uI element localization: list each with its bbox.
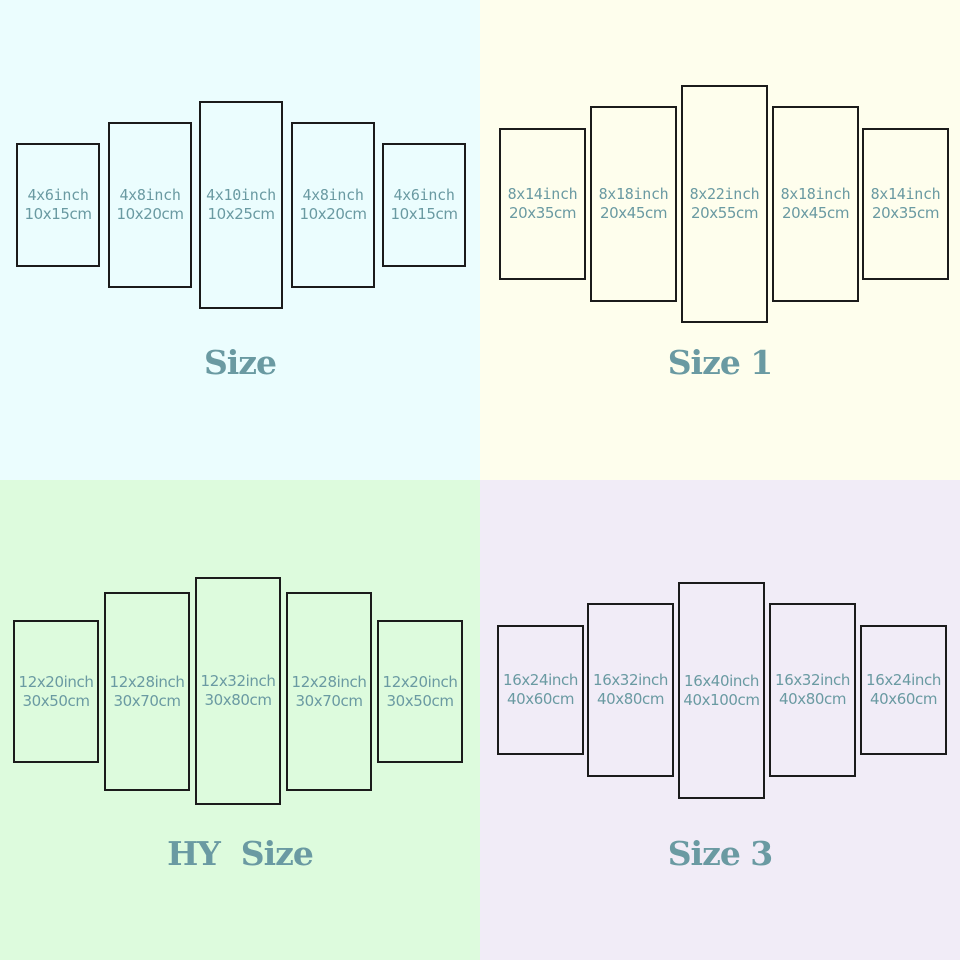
canvas-panel-5: 16x24inch 40x60cm [860, 625, 947, 755]
panel-inch-label: 16x32inch [593, 671, 668, 690]
panel-cm-label: 20x45cm [781, 204, 850, 222]
canvas-panel-4: 16x32inch 40x80cm [769, 603, 856, 777]
panel-inch-label: 4x8inch [302, 186, 364, 205]
panel-inch-label: 8x18inch [598, 185, 669, 204]
panel-cm-label: 30x50cm [386, 691, 454, 710]
size-3-title: Size 3 [667, 834, 774, 873]
panel-cm-label: 10x20cm [299, 205, 367, 223]
panel-cm-label: 40x60cm [869, 690, 938, 708]
size-1-title: Size 1 [667, 343, 774, 382]
canvas-panel-4: 8x18inch 20x45cm [772, 106, 859, 302]
panel-inch-label: 8x22inch [689, 185, 760, 204]
panel-cm-label: 40x60cm [506, 690, 575, 708]
panel-cm-label: 40x80cm [778, 690, 847, 708]
canvas-panel-2: 8x18inch 20x45cm [590, 106, 677, 302]
panel-cm-label: 10x15cm [390, 205, 458, 223]
canvas-panel-1: 16x24inch 40x60cm [497, 625, 584, 755]
panel-inch-label: 8x14inch [870, 185, 941, 204]
panel-inch-label: 12x32inch [200, 672, 276, 691]
panel-inch-label: 12x20inch [18, 672, 94, 691]
canvas-panel-2: 4x8inch 10x20cm [108, 122, 192, 288]
canvas-panel-3: 16x40inch 40x100cm [678, 582, 765, 799]
canvas-panel-5: 4x6inch 10x15cm [382, 143, 466, 267]
size-quadrant: 4x6inch 10x15cm 4x8inch 10x20cm 4x10inch… [0, 0, 480, 480]
panel-inch-label: 16x40inch [684, 671, 759, 690]
canvas-panel-4: 4x8inch 10x20cm [291, 122, 375, 288]
panel-inch-label: 16x24inch [503, 671, 578, 690]
panel-inch-label: 12x20inch [382, 672, 458, 691]
canvas-panel-3: 8x22inch 20x55cm [681, 85, 768, 323]
canvas-panel-1: 4x6inch 10x15cm [16, 143, 100, 267]
panel-cm-label: 10x25cm [207, 205, 275, 223]
panel-cm-label: 10x20cm [116, 205, 184, 223]
canvas-panel-5: 12x20inch 30x50cm [377, 620, 463, 763]
panel-inch-label: 16x24inch [866, 671, 941, 690]
panel-cm-label: 10x15cm [24, 205, 92, 223]
panel-cm-label: 30x80cm [204, 691, 272, 709]
panel-inch-label: 8x18inch [780, 185, 851, 204]
size-3-quadrant: 16x24inch 40x60cm 16x32inch 40x80cm 16x4… [480, 480, 960, 960]
canvas-panel-1: 12x20inch 30x50cm [13, 620, 99, 763]
panel-inch-label: 4x8inch [119, 186, 181, 205]
panel-inch-label: 8x14inch [507, 185, 578, 204]
panel-inch-label: 4x10inch [206, 186, 276, 205]
panel-cm-label: 40x80cm [596, 690, 665, 708]
panel-cm-label: 20x35cm [508, 204, 577, 222]
panel-inch-label: 4x6inch [27, 186, 89, 205]
panel-cm-label: 40x100cm [683, 690, 760, 709]
canvas-panel-2: 16x32inch 40x80cm [587, 603, 674, 777]
panel-inch-label: 4x6inch [393, 186, 455, 205]
canvas-panel-1: 8x14inch 20x35cm [499, 128, 586, 280]
hy-size-title: HY Size [167, 834, 314, 873]
canvas-panel-3: 12x32inch 30x80cm [195, 577, 281, 805]
canvas-panel-2: 12x28inch 30x70cm [104, 592, 190, 791]
size-title: Size [203, 343, 277, 382]
panel-inch-label: 12x28inch [291, 672, 367, 691]
canvas-panel-5: 8x14inch 20x35cm [862, 128, 949, 280]
panel-cm-label: 30x70cm [113, 691, 181, 710]
canvas-panel-4: 12x28inch 30x70cm [286, 592, 372, 791]
canvas-panel-3: 4x10inch 10x25cm [199, 101, 283, 309]
hy-size-quadrant: 12x20inch 30x50cm 12x28inch 30x70cm 12x3… [0, 480, 480, 960]
panel-cm-label: 20x35cm [871, 204, 940, 222]
panel-cm-label: 20x45cm [599, 204, 668, 222]
panel-cm-label: 30x70cm [295, 691, 363, 710]
panel-inch-label: 16x32inch [775, 671, 850, 690]
panel-cm-label: 30x50cm [22, 691, 90, 710]
panel-inch-label: 12x28inch [109, 672, 185, 691]
size-1-quadrant: 8x14inch 20x35cm 8x18inch 20x45cm 8x22in… [480, 0, 960, 480]
panel-cm-label: 20x55cm [690, 204, 759, 222]
